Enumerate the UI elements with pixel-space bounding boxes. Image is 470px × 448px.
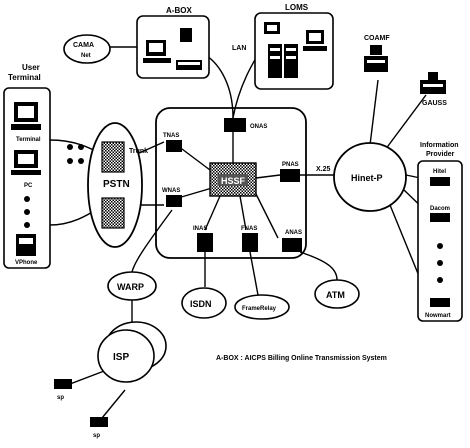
cama-node: CAMA Net [64, 35, 110, 63]
tnas-hssf-line [178, 146, 210, 170]
framerelay-label: FrameRelay [242, 306, 277, 312]
x25-label: X.25 [316, 166, 331, 173]
isdn-label: ISDN [190, 299, 212, 309]
fnas-block [242, 233, 258, 252]
inas-block [197, 233, 213, 252]
atm-label: ATM [326, 290, 345, 300]
sp-label: sp [57, 395, 64, 401]
nowmart-icon [430, 298, 450, 307]
sp-node-1: sp [54, 379, 72, 401]
loms-label: LOMS [285, 3, 309, 12]
user-terminal-group: User Terminal Terminal PC VPhone [4, 63, 50, 268]
onas-block [224, 118, 246, 132]
coamf-label: COAMF [364, 35, 390, 42]
sp-icon [54, 379, 72, 389]
ellipsis-dot [437, 243, 443, 249]
cama-label: CAMA [73, 42, 94, 49]
hinet-label: Hinet-P [351, 173, 383, 183]
info-provider-title-1: Information [420, 142, 459, 149]
wnas-block [166, 195, 182, 207]
inas-hssf-line [205, 196, 220, 230]
hinet-node: Hinet-P [334, 143, 406, 211]
pstn-switch-lower-icon [102, 198, 124, 228]
isp-node: ISP [98, 322, 166, 382]
wnas-label: WNAS [162, 188, 180, 194]
nowmart-label: Nowmart [425, 313, 451, 319]
gauss-label: GAUSS [422, 100, 447, 107]
user-terminal-title-2: Terminal [8, 73, 41, 82]
wnas-hssf-line [178, 188, 212, 198]
hitel-label: Hitel [433, 169, 446, 175]
abox-label: A-BOX [166, 6, 192, 15]
framerelay-node: FrameRelay [235, 295, 289, 319]
warp-label: WARP [117, 282, 144, 292]
loms-node: LOMS [255, 3, 333, 89]
terminal-dots [67, 144, 84, 164]
computer-icon [264, 22, 280, 34]
anas-hssf-line [255, 192, 278, 238]
vphone-label: VPhone [15, 260, 38, 266]
onas-label: ONAS [250, 124, 267, 130]
anas-label: ANAS [285, 230, 302, 236]
legend-text: A-BOX : AICPS Billing Online Transmissio… [216, 355, 387, 362]
atm-node: ATM [315, 280, 359, 308]
sp-label: sp [93, 433, 100, 439]
isp-sp2-line [102, 390, 125, 418]
hinet-coamf-line [370, 80, 378, 145]
isp-label: ISP [113, 352, 129, 363]
pstn-switch-upper-icon [102, 142, 124, 172]
inas-label: INAS [193, 226, 207, 232]
terminal-label: Terminal [16, 137, 41, 143]
dacom-icon [430, 213, 450, 222]
coamf-node: COAMF [364, 35, 390, 72]
hssf-label: HSSF [221, 176, 246, 186]
info-provider-group: Information Provider Hitel Dacom Nowmart [418, 142, 462, 321]
computer-icon [303, 30, 327, 51]
anas-atm-line [300, 252, 337, 282]
pnas-block-top [280, 169, 300, 182]
hitel-icon [430, 177, 450, 186]
phone-icon [16, 234, 36, 256]
isdn-node: ISDN [182, 288, 226, 318]
sp-node-2: sp [90, 417, 108, 439]
cama-sub-label: Net [81, 53, 91, 59]
ellipsis-dot [437, 260, 443, 266]
ellipsis-dot [24, 222, 30, 228]
gauss-node: GAUSS [420, 72, 447, 107]
pc-icon [11, 150, 41, 175]
lan-label: LAN [232, 45, 246, 52]
hssf-pnas-line [256, 175, 280, 178]
sp-icon [90, 417, 108, 427]
pnas-label-top: PNAS [282, 162, 299, 168]
anas-block [282, 238, 302, 252]
pc-label: PC [24, 183, 33, 189]
ellipsis-dot [437, 277, 443, 283]
fnas-label: FNAS [241, 226, 257, 232]
printer-icon [420, 72, 446, 94]
user-terminal-title-1: User [22, 63, 40, 72]
info-provider-title-2: Provider [426, 151, 455, 158]
abox-node: A-BOX [137, 6, 209, 78]
tnas-block [166, 140, 182, 152]
warp-node: WARP [108, 272, 156, 300]
printer-icon [364, 45, 388, 72]
terminal-icon [11, 102, 41, 130]
dacom-label: Dacom [430, 206, 450, 212]
ellipsis-dot [24, 196, 30, 202]
trunk-label: Trunk [129, 148, 148, 155]
nas-region: TNAS ONAS WNAS HSSF PNAS INAS FNAS ANAS [156, 108, 306, 258]
tnas-label: TNAS [163, 133, 179, 139]
pstn-label: PSTN [103, 179, 130, 190]
ellipsis-dot [24, 209, 30, 215]
fnas-hssf-line [240, 196, 246, 230]
pstn-node: PSTN [88, 123, 142, 247]
